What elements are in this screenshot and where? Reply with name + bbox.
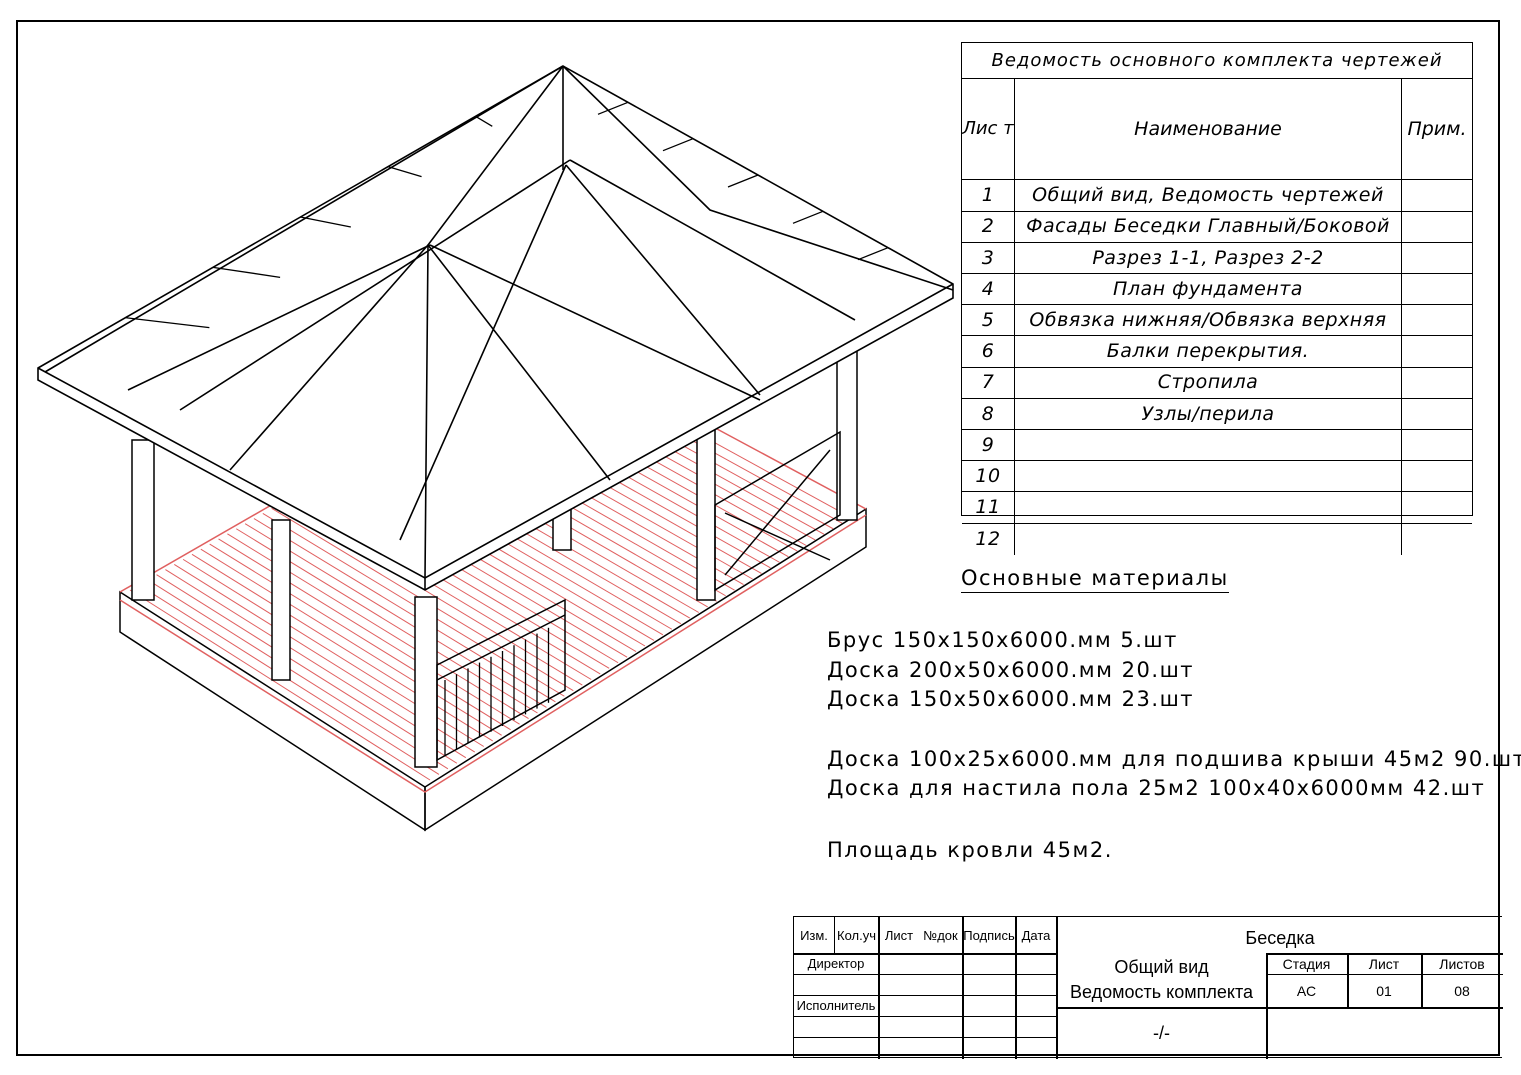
tb-stage-value: АС [1296,983,1317,999]
sheet-table-title: Ведомость основного комплекта чертежей [962,43,1472,79]
railing-balusters [444,627,550,755]
material-line: Доска 200х50х6000.мм 20.шт [827,658,1195,682]
sheet-name [1015,523,1402,555]
tb-sheets-value: 08 [1454,983,1470,999]
sheet-index-table: Ведомость основного комплекта чертежей Л… [961,42,1473,555]
sheet-table-row: 11 [962,492,1472,524]
sheet-number: 7 [962,367,1015,398]
sheet-name: Общий вид, Ведомость чертежей [1015,180,1402,211]
tb-stage-label: Стадия [1282,956,1331,972]
tb-header-sign: Подпись [963,927,1015,943]
sheet-name: Узлы/перила [1015,398,1402,429]
sheet-number: 10 [962,460,1015,492]
tb-sheet-name-2: Ведомость комплекта [1070,981,1253,1002]
drawing-frame [16,20,1500,1056]
sheet-number: 2 [962,211,1015,242]
sheet-number: 9 [962,429,1015,461]
name-column-header: Наименование [1015,79,1402,180]
foundation-base [119,341,867,832]
title-block: Изм. Кол.уч Лист №док Подпись Дата Дирек… [793,916,1503,1059]
tb-sheets-label: Листов [1439,956,1485,972]
materials-title: Основные материалы [961,566,1229,593]
railings [436,430,841,762]
sheet-table-row: 9 [962,429,1472,462]
note-column-header: Прим. [1402,79,1472,180]
material-line: Доска 150х50х6000.мм 23.шт [827,687,1195,711]
sheet-name [1015,460,1402,492]
tb-header-ndok: №док [923,927,958,943]
tb-project: Беседка [1245,927,1315,948]
sheet-number: 4 [962,273,1015,305]
tb-header-date: Дата [1021,927,1051,943]
sheet-name: Балки перекрытия. [1015,336,1402,367]
tb-header-izm: Изм. [800,927,828,943]
tb-header-kol: Кол.уч [837,927,876,943]
material-line: Доска для настила пола 25м2 100х40х6000м… [827,776,1486,800]
sheet-number: 6 [962,336,1015,367]
tb-sheet-value: 01 [1376,983,1392,999]
roof-area-line: Площадь кровли 45м2. [827,838,1113,862]
sheet-name: Стропила [1015,367,1402,398]
sheet-number: 5 [962,304,1015,336]
roof-frame [37,65,954,591]
sheet-name: Фасады Беседки Главный/Боковой [1015,211,1402,242]
tb-executor: Исполнитель [796,998,876,1013]
sheet-name: Разрез 1-1, Разрез 2-2 [1015,242,1402,273]
sheet-table-row: 10 [962,460,1472,493]
roof-purlins [125,101,889,329]
sheet-name: План фундамента [1015,273,1402,305]
tb-sheet-label: Лист [1368,956,1400,972]
sheet-name [1015,492,1402,523]
sheet-column-header: Лис т [962,79,1015,180]
tb-header-list: Лист [884,927,914,943]
tb-director: Директор [807,956,865,971]
material-line: Доска 100х25х6000.мм для подшива крыши 4… [827,747,1521,771]
sheet-number: 11 [962,492,1015,523]
tb-org: -/- [1153,1022,1170,1043]
sheet-name [1015,429,1402,461]
sheet-number: 12 [962,523,1015,555]
material-line: Брус 150х150х6000.мм 5.шт [827,628,1178,652]
sheet-number: 8 [962,398,1015,429]
sheet-number: 3 [962,242,1015,273]
sheet-number: 1 [962,180,1015,211]
sheet-table-row: 12 [962,523,1472,555]
tb-sheet-name-1: Общий вид [1114,956,1209,977]
sheet-name: Обвязка нижняя/Обвязка верхняя [1015,304,1402,336]
